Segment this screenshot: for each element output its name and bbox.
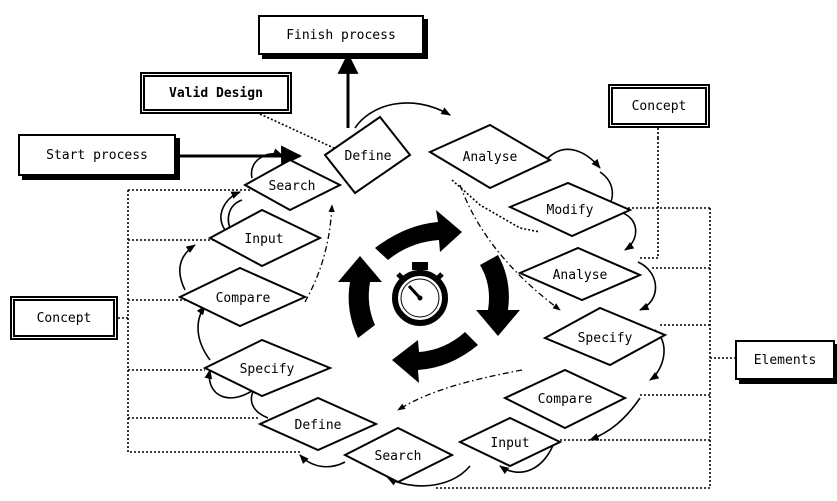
main-arrows <box>175 52 359 167</box>
elements-box: Elements <box>735 340 835 380</box>
step-specify-left-label: Specify <box>240 362 295 377</box>
step-define-bottom-label: Define <box>295 418 342 433</box>
step-compare-right-label: Compare <box>538 392 593 407</box>
step-define-top-label: Define <box>345 149 392 164</box>
dotted-connectors <box>118 113 735 489</box>
step-analyse-right-label: Analyse <box>553 268 608 283</box>
dashdot-arrows <box>304 184 561 411</box>
finish-process-box: Finish process <box>258 15 424 55</box>
valid-design-box: Valid Design <box>140 72 292 114</box>
step-modify-label: Modify <box>547 203 594 218</box>
step-input-bottom-shape <box>457 416 563 468</box>
cycle-arrows-icon <box>338 210 520 383</box>
valid-design-label: Valid Design <box>169 85 263 101</box>
step-analyse-top-label: Analyse <box>463 150 518 165</box>
start-process-label: Start process <box>46 147 148 163</box>
start-process-box: Start process <box>18 134 176 176</box>
step-analyse-top-shape <box>427 123 553 190</box>
step-analyse-right-shape <box>517 246 643 302</box>
step-shapes <box>177 115 668 484</box>
step-input-left-label: Input <box>244 232 283 247</box>
step-modify-shape <box>507 181 633 238</box>
concept-right-box: Concept <box>608 84 710 128</box>
stopwatch-icon <box>392 262 448 326</box>
step-specify-right-label: Specify <box>578 331 633 346</box>
concept-left-box: Concept <box>10 296 118 340</box>
step-search-bottom-shape <box>342 426 455 484</box>
step-compare-left-shape <box>177 266 308 328</box>
concept-right-label: Concept <box>631 98 687 114</box>
cycle-arrow-left <box>338 256 382 338</box>
step-compare-right-shape <box>502 368 628 430</box>
step-search-bottom-label: Search <box>375 449 422 464</box>
step-define-top-shape <box>323 115 412 195</box>
step-labels: Define Analyse Modify Analyse Specify Co… <box>216 149 633 464</box>
step-search-left-label: Search <box>269 179 316 194</box>
step-search-left-shape <box>242 158 343 212</box>
concept-left-label: Concept <box>36 310 92 326</box>
finish-process-label: Finish process <box>286 27 396 43</box>
elements-label: Elements <box>753 352 817 368</box>
step-specify-left-shape <box>202 338 333 398</box>
cycle-arrow-top <box>375 210 462 260</box>
step-compare-left-label: Compare <box>216 291 271 306</box>
step-define-bottom-shape <box>257 396 379 452</box>
step-specify-right-shape <box>542 306 668 367</box>
cycle-arrow-bottom <box>392 332 478 383</box>
cycle-arrow-right <box>476 255 520 336</box>
step-input-left-shape <box>207 208 323 268</box>
step-input-bottom-label: Input <box>490 436 529 451</box>
